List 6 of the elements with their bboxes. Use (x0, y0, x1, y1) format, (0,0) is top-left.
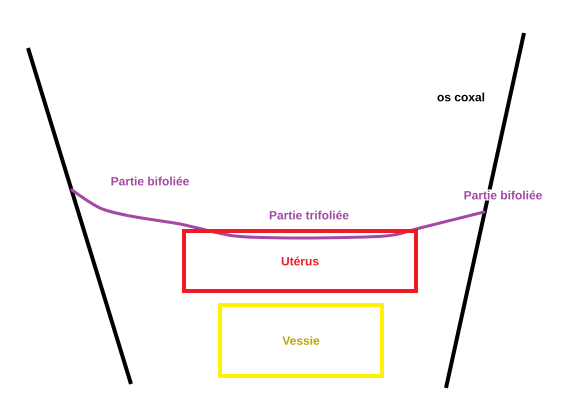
part-label: Partie bifoliée (462, 190, 544, 200)
part-label: os coxal (436, 92, 486, 102)
uterus-box: Utérus (182, 229, 418, 293)
part-label: Partie bifoliée (110, 176, 190, 186)
bladder-box: Vessie (218, 303, 384, 378)
part-label: Partie trifoliée (268, 210, 350, 220)
